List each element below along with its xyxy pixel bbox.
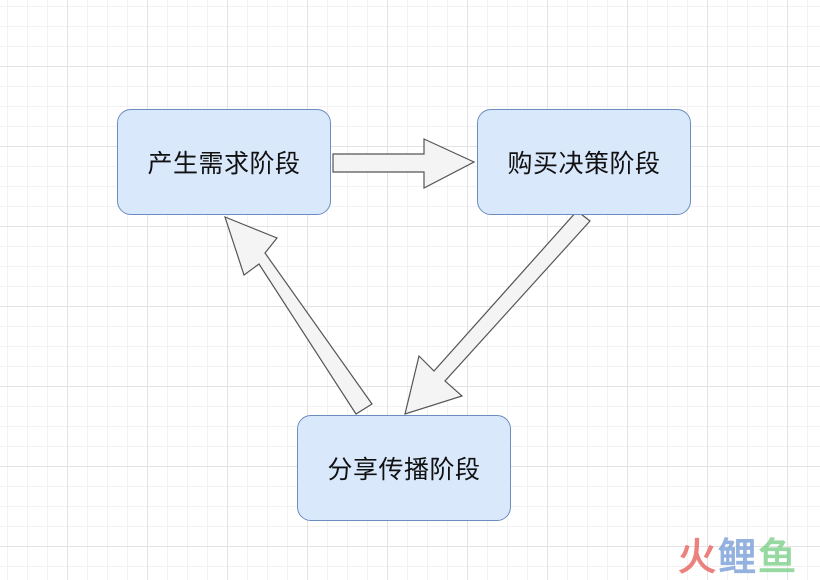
node-buy-label: 购买决策阶段 (507, 149, 661, 178)
arrow-buy-to-share[interactable] (404, 210, 591, 415)
arrow-need-to-buy[interactable] (332, 138, 476, 189)
node-buy-decision-stage[interactable]: 购买决策阶段 (477, 109, 691, 215)
watermark-char-3: 鱼 (757, 535, 798, 579)
watermark-char-1: 火 (677, 535, 718, 579)
arrow-share-to-need[interactable] (224, 215, 373, 415)
node-need-label: 产生需求阶段 (147, 149, 301, 178)
node-share-stage[interactable]: 分享传播阶段 (297, 415, 511, 521)
brand-watermark: 火鲤鱼 (678, 538, 798, 576)
watermark-char-2: 鲤 (717, 535, 758, 579)
node-need-stage[interactable]: 产生需求阶段 (117, 109, 331, 215)
node-share-label: 分享传播阶段 (327, 455, 481, 484)
